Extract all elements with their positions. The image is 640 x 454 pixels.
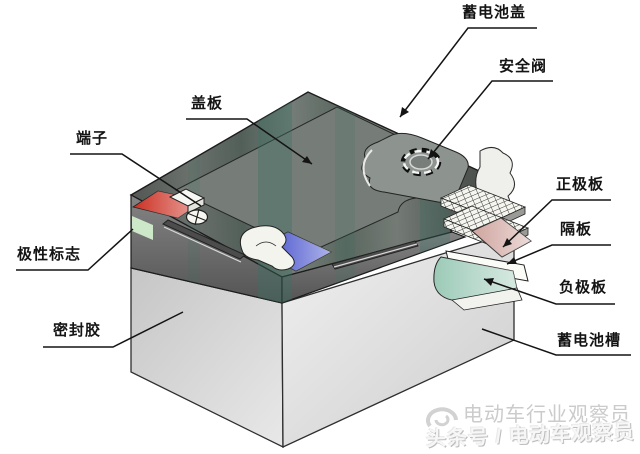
label-positive-plate: 正极板 [556,176,605,193]
watermark-logo-icon [426,407,458,428]
leader-sealant [43,311,184,348]
green-sticker [132,216,153,240]
negative-plate-shape [433,256,518,303]
handle-groove-left [162,219,246,263]
leader-battery-cover [399,27,537,118]
leader-lines [16,27,631,356]
label-battery-cover: 蓄电池盖 [462,4,527,21]
label-sealant: 密封胶 [53,322,102,339]
label-separator: 隔板 [560,221,593,238]
label-negative-plate: 负极板 [559,279,608,296]
label-battery-container: 蓄电池槽 [557,332,622,349]
negative-terminal-clamp [239,225,295,271]
safety-valve-ring [400,147,442,177]
leader-separator [506,244,611,265]
leader-negative-plate [483,278,615,305]
positive-plate-shape [471,217,532,258]
separator-bottom-edge [451,287,523,311]
watermark-line1: 电动车行业观察员 [463,404,631,426]
label-cover-plate: 盖板 [191,95,224,112]
leader-arrowheads [302,107,517,286]
handle-groove-right [331,240,419,270]
label-polarity-mark: 极性标志 [17,246,82,263]
leader-polarity-mark [16,228,134,271]
negative-terminal-clamp-line [255,241,277,247]
plate-stack [433,184,532,311]
leader-battery-container [481,328,631,356]
label-safety-valve: 安全阀 [499,58,548,75]
leader-safety-valve [427,80,553,160]
positive-terminal [168,188,209,226]
leader-cover-plate [186,118,313,165]
valve-platform-highlight [362,149,373,187]
leader-positive-plate [502,199,611,248]
leader-terminal [70,153,202,207]
label-terminal: 端子 [76,130,109,147]
